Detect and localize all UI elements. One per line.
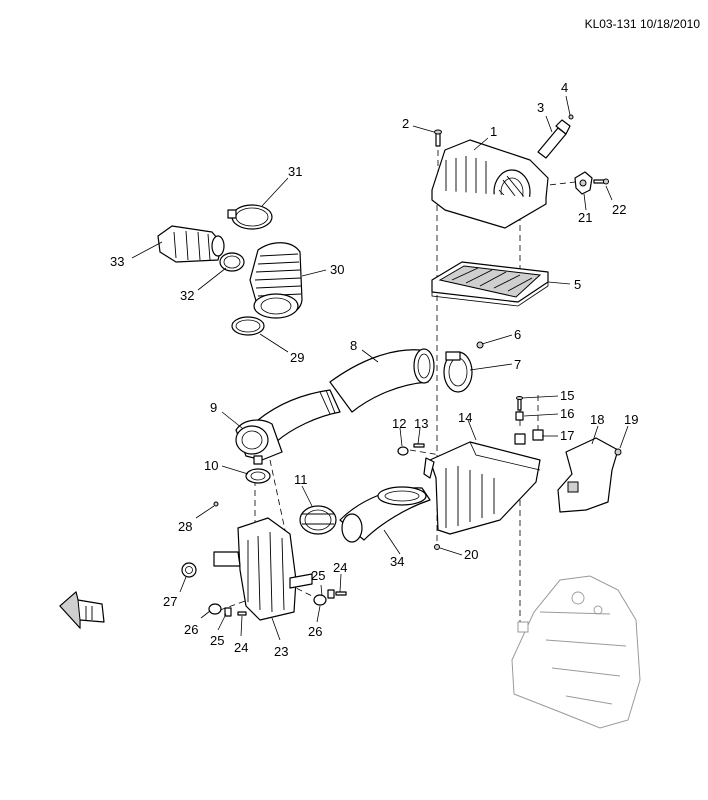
sensor-3 <box>537 114 574 159</box>
bolt-19 <box>614 448 622 456</box>
callout-2: 2 <box>402 116 409 131</box>
intake-duct-8 <box>257 348 435 443</box>
sleeve-16 <box>515 411 524 421</box>
callout-32: 32 <box>180 288 194 303</box>
callout-25-right: 25 <box>311 568 325 583</box>
callout-29: 29 <box>290 350 304 365</box>
callout-11: 11 <box>294 472 308 487</box>
hose-clamp-32 <box>219 252 245 272</box>
grommet-26-right <box>313 594 327 606</box>
hose-clamp-31 <box>227 204 273 230</box>
callout-12: 12 <box>392 416 406 431</box>
callout-31: 31 <box>288 164 302 179</box>
callout-16: 16 <box>560 406 574 421</box>
air-cleaner-lower-housing <box>423 441 541 535</box>
callout-19: 19 <box>624 412 638 427</box>
callout-1: 1 <box>490 124 497 139</box>
callout-30: 30 <box>330 262 344 277</box>
clip-25-left <box>224 607 232 617</box>
nut-12 <box>397 446 409 456</box>
callout-28: 28 <box>178 519 192 534</box>
bolt-24-right <box>335 591 347 596</box>
callout-leaders <box>131 95 629 641</box>
grommet-10 <box>245 468 271 484</box>
outlet-duct-34 <box>339 486 431 543</box>
callout-17: 17 <box>560 428 574 443</box>
callout-23: 23 <box>274 644 288 659</box>
grommet-26-left <box>208 603 222 615</box>
grommet-17 <box>514 429 544 445</box>
clip-25-right <box>327 589 335 599</box>
callout-34: 34 <box>390 554 404 569</box>
callout-33: 33 <box>110 254 124 269</box>
air-filter-element <box>431 261 549 307</box>
callout-14: 14 <box>458 410 472 425</box>
corrugated-hose-30 <box>249 242 303 319</box>
mounting-structure-ghost <box>511 575 641 729</box>
air-cleaner-upper-housing <box>431 139 549 229</box>
callout-4: 4 <box>561 80 568 95</box>
callout-15: 15 <box>560 388 574 403</box>
bolt-6 <box>476 341 484 349</box>
callout-18: 18 <box>590 412 604 427</box>
callout-25-left: 25 <box>210 633 224 648</box>
resonator-33 <box>157 225 225 263</box>
hose-clamp-7 <box>443 351 473 393</box>
callout-10: 10 <box>204 458 218 473</box>
hose-clamp-11 <box>299 505 337 535</box>
grommet-27 <box>181 562 197 578</box>
callout-6: 6 <box>514 327 521 342</box>
callout-26-left: 26 <box>184 622 198 637</box>
bolt-2 <box>434 129 442 147</box>
drawing-reference: KL03-131 10/18/2010 <box>585 17 701 31</box>
bolt-22 <box>593 178 609 185</box>
callout-22: 22 <box>612 202 626 217</box>
callout-21: 21 <box>578 210 592 225</box>
callout-3: 3 <box>537 100 544 115</box>
callout-9: 9 <box>210 400 217 415</box>
callout-5: 5 <box>574 277 581 292</box>
bracket-18 <box>557 437 619 513</box>
callout-13: 13 <box>414 416 428 431</box>
bolt-13 <box>413 443 425 448</box>
callout-24-right: 24 <box>333 560 347 575</box>
resonator-box-23 <box>213 517 313 621</box>
bolt-28 <box>213 501 219 507</box>
callout-20: 20 <box>464 547 478 562</box>
bolt-15 <box>516 396 523 411</box>
callout-labels: 1 2 3 4 5 6 7 8 9 10 11 12 13 14 15 16 1… <box>110 80 638 659</box>
callout-7: 7 <box>514 357 521 372</box>
bolt-24-left <box>237 611 247 616</box>
vehicle-front-arrow-icon <box>59 591 105 630</box>
callout-8: 8 <box>350 338 357 353</box>
hose-clamp-29 <box>231 316 265 336</box>
callout-24-left: 24 <box>234 640 248 655</box>
callout-26-right: 26 <box>308 624 322 639</box>
callout-27: 27 <box>163 594 177 609</box>
bracket-21 <box>574 171 593 195</box>
intake-elbow-9 <box>235 419 283 465</box>
bolt-20 <box>434 544 440 550</box>
